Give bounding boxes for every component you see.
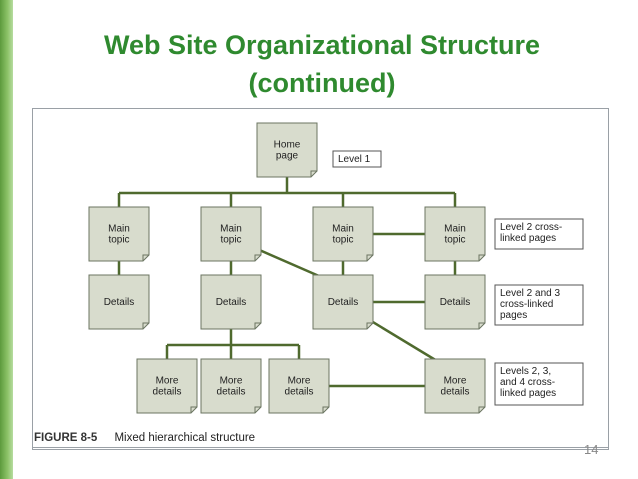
page-fold <box>254 322 261 329</box>
node-label-line: Home <box>274 140 301 151</box>
slide-title-line-1: Web Site Organizational Structure <box>103 30 541 60</box>
level-note-line: linked pages <box>500 233 556 244</box>
level-note-line: cross-linked <box>500 299 553 310</box>
node-label-line: details <box>285 387 314 398</box>
page-shape <box>88 274 150 330</box>
page-fold <box>254 254 261 261</box>
level-note-box <box>332 150 382 168</box>
slide-accent-bar <box>0 0 13 479</box>
page-fold <box>254 406 261 413</box>
level-note-line: pages <box>500 310 527 321</box>
node-label-line: Details <box>440 297 471 308</box>
level-note-line: Level 2 cross- <box>500 222 562 233</box>
level-note-line: Levels 2, 3, <box>500 366 551 377</box>
node-label-line: More <box>220 376 243 387</box>
page-fold <box>478 406 485 413</box>
page-fold <box>190 406 197 413</box>
level-note-box <box>494 218 584 250</box>
node-label-line: Main <box>332 224 354 235</box>
page-fold <box>478 322 485 329</box>
node-label-line: details <box>441 387 470 398</box>
slide-title: Web Site Organizational Structure (conti… <box>22 26 622 102</box>
page-shape <box>312 206 374 262</box>
caption-divider <box>32 447 609 448</box>
page-fold <box>366 254 373 261</box>
node-label-line: More <box>444 376 467 387</box>
page-fold <box>322 406 329 413</box>
node-label-line: topic <box>108 235 129 246</box>
level-note-line: Level 1 <box>338 154 371 165</box>
slide-title-line-2: (continued) <box>248 68 396 98</box>
node-label-line: Details <box>216 297 247 308</box>
node-label-line: Main <box>444 224 466 235</box>
page-shape <box>88 206 150 262</box>
node-label-line: More <box>288 376 311 387</box>
slide-number: 14 <box>584 442 599 457</box>
node-d3: Details <box>312 274 374 330</box>
page-fold <box>478 254 485 261</box>
figure-caption: FIGURE 8-5 Mixed hierarchical structure <box>34 432 255 444</box>
page-shape <box>136 358 198 414</box>
node-label-line: Details <box>104 297 135 308</box>
node-label-line: topic <box>220 235 241 246</box>
page-fold <box>142 322 149 329</box>
node-label-line: topic <box>444 235 465 246</box>
page-shape <box>200 274 262 330</box>
level-note-line: linked pages <box>500 388 556 399</box>
level-note-line: and 4 cross- <box>500 377 555 388</box>
node-label-line: topic <box>332 235 353 246</box>
page-fold <box>310 170 317 177</box>
page-shape <box>256 122 318 178</box>
node-d4: Details <box>424 274 486 330</box>
page-fold <box>366 322 373 329</box>
node-label-line: Details <box>328 297 359 308</box>
page-shape <box>312 274 374 330</box>
level-note-level234: Levels 2, 3,and 4 cross-linked pages <box>494 362 584 406</box>
hierarchy-diagram: HomepageMaintopicMaintopicMaintopicMaint… <box>88 122 584 414</box>
node-label-line: Main <box>108 224 130 235</box>
level-note-level1: Level 1 <box>332 150 382 168</box>
node-label-line: Main <box>220 224 242 235</box>
page-fold <box>142 254 149 261</box>
figure-caption-label: FIGURE 8-5 <box>34 432 98 444</box>
page-shape <box>268 358 330 414</box>
page-shape <box>424 358 486 414</box>
page-shape <box>200 206 262 262</box>
node-d1: Details <box>88 274 150 330</box>
node-label-line: details <box>217 387 246 398</box>
node-d2: Details <box>200 274 262 330</box>
level-note-box <box>494 284 584 326</box>
page-shape <box>424 274 486 330</box>
node-label-line: More <box>156 376 179 387</box>
node-label-line: details <box>153 387 182 398</box>
page-shape <box>424 206 486 262</box>
page-shape <box>200 358 262 414</box>
level-note-level2: Level 2 cross-linked pages <box>494 218 584 250</box>
level-note-box <box>494 362 584 406</box>
figure-caption-text: Mixed hierarchical structure <box>114 432 256 444</box>
node-label-line: page <box>276 151 299 162</box>
level-note-line: Level 2 and 3 <box>500 288 560 299</box>
